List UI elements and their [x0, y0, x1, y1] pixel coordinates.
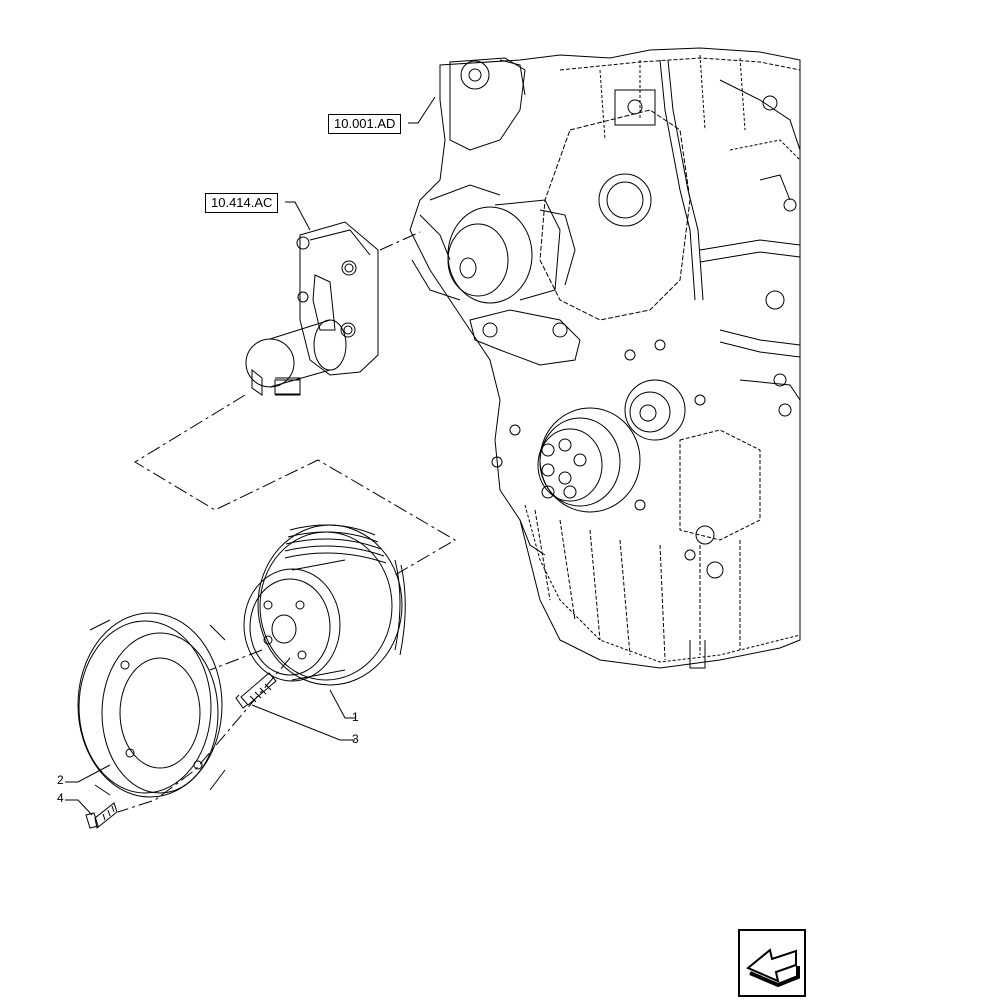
- damper-part-2: [77, 612, 226, 798]
- assembly-lines: [117, 231, 456, 813]
- reference-label-engine[interactable]: 10.001.AD: [328, 114, 402, 134]
- bolt-part-3: [235, 672, 277, 709]
- engine-block: [409, 47, 801, 669]
- bolt-part-4: [85, 802, 118, 829]
- leader-lines: [65, 96, 436, 816]
- callout-part-1: 1: [352, 710, 359, 724]
- callout-part-4: 4: [57, 791, 64, 805]
- bracket-assembly: [245, 221, 379, 396]
- callout-part-3: 3: [352, 732, 359, 746]
- reference-label-bracket[interactable]: 10.414.AC: [205, 193, 279, 213]
- pulley-part-1: [243, 524, 406, 686]
- callout-part-2: 2: [57, 773, 64, 787]
- arrow-nav-icon[interactable]: [738, 929, 806, 997]
